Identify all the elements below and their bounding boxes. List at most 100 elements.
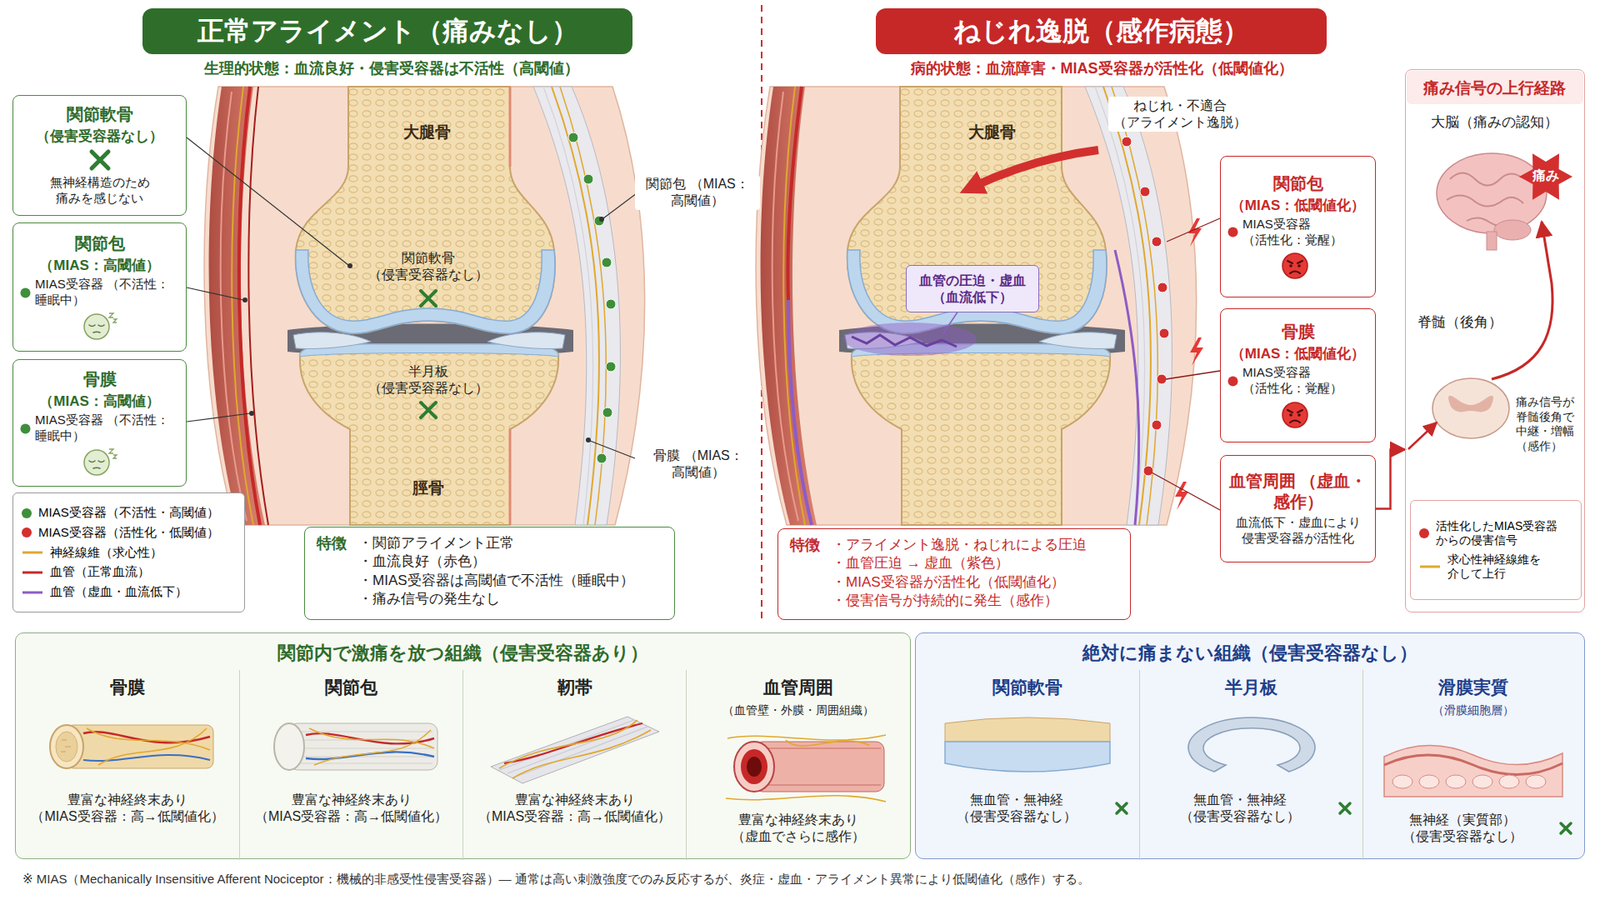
icon-sleepy: [81, 446, 119, 477]
legend-text: 求心性神経線維を 介して上行: [1447, 552, 1573, 582]
diagram-node: 靭帯豊富な神経終末あり （MIAS受容器：高→低閾値化）: [462, 670, 686, 860]
art-shape: [347, 263, 353, 269]
caption-text: ※ MIAS（Mechanically Insensitive Afferent…: [22, 871, 1090, 888]
art-shape: [755, 86, 1197, 525]
icon-xs: [1556, 819, 1575, 838]
diagram-node: 特徴・アライメント逸脱・ねじれによる圧迫・血管圧迫 → 虚血（紫色）・MIAS受…: [777, 528, 1131, 620]
art-shape: [242, 216, 605, 443]
art-shape: [583, 174, 594, 185]
art-shape: [1494, 220, 1531, 240]
knee-normal: [186, 86, 645, 525]
diagram-node: 正常アライメント（痛みなし）: [142, 8, 633, 55]
art-shape: [1156, 374, 1167, 385]
node-text: 脊髄（後角）: [1417, 313, 1526, 331]
art-shape: [599, 216, 605, 222]
node-text: ・血管圧迫 → 虚血（紫色）: [831, 554, 1010, 572]
node-text: 関節包: [325, 676, 378, 699]
pain-pathway-art: [1406, 70, 1584, 450]
legend-row: MIAS受容器（不活性・高閾値）: [21, 505, 236, 521]
node-text: MIAS受容器 （活性化：覚醒）: [1242, 216, 1369, 249]
art-shape: [594, 215, 605, 226]
art-shape: [1151, 236, 1162, 247]
node-text: 骨膜: [83, 369, 117, 390]
node-text: 無血管・無神経 （侵害受容器なし）: [924, 791, 1109, 825]
art-shape: [560, 86, 606, 525]
node-text: 豊富な神経終末あり （MIAS受容器：高→低閾値化）: [471, 791, 678, 825]
node-text: 靭帯: [557, 676, 593, 699]
node-text: 血管周囲 （虚血・感作）: [1227, 470, 1369, 513]
diagram-node: 絶対に痛まない組織（侵害受容器なし）関節軟骨無血管・無神経 （侵害受容器なし）半…: [915, 632, 1585, 860]
node-text: 特徴: [790, 535, 820, 555]
diagram-node: 血管の圧迫・虚血 （血流低下）: [905, 265, 1040, 313]
text-row: 無血管・無神経 （侵害受容器なし）: [1148, 791, 1355, 825]
icon-xs: [1112, 799, 1131, 818]
knee-twisted: [755, 86, 1220, 525]
art-shape: [1188, 218, 1202, 247]
label-text: ねじれ・不適合 （アライメント逸脱）: [1108, 96, 1252, 132]
art-shape: [1151, 472, 1220, 510]
icon-sleepy: [81, 310, 119, 341]
node-text: 豊富な神経終末あり （MIAS受容器：高→低閾値化）: [24, 791, 231, 825]
legend-text: MIAS受容器（活性化・低閾値）: [38, 525, 220, 541]
icon-x: [85, 147, 115, 173]
art-shape: [1165, 370, 1220, 380]
node-text: 関節包: [75, 233, 125, 255]
legend-line: [21, 588, 44, 597]
art-shape: [596, 453, 607, 464]
diagram-node: 関節軟骨 （侵害受容器なし） 無神経構造のため 痛みを感じない: [12, 95, 187, 216]
node-text: 痛み信号が 脊髄後角で 中継・増幅 （感作）: [1515, 395, 1583, 454]
art-shape: [943, 310, 959, 334]
node-text: （MIAS：高閾値）: [39, 256, 160, 275]
legend-row: 活性化したMIAS受容器 からの侵害信号: [1419, 519, 1573, 549]
diagram-node: 骨膜（MIAS：高閾値）MIAS受容器 （不活性：睡眠中）: [12, 359, 187, 487]
diagram-node: 関節包（MIAS：低閾値化）MIAS受容器 （活性化：覚醒）: [1220, 155, 1376, 298]
art-shape: [509, 86, 512, 525]
icon-cartilage: [931, 703, 1124, 787]
diagram-node: 骨膜（MIAS：低閾値化）MIAS受容器 （活性化：覚醒）: [1220, 308, 1376, 443]
label-text: 関節軟骨 （侵害受容器なし）: [361, 250, 495, 284]
art-shape: [602, 407, 613, 418]
node-text: ・侵害信号が持続的に発生（感作）: [831, 591, 1059, 610]
diagram-node: 血管周囲 （虚血・感作）血流低下・虚血により 侵害受容器が活性化: [1220, 455, 1376, 563]
art-shape: [248, 86, 269, 525]
art-shape: [242, 297, 248, 303]
legend-row: 血管（正常血流）: [21, 564, 236, 580]
legend-swatch: [1419, 528, 1430, 539]
art-shape: [601, 257, 612, 268]
diagram-node: 関節内で激痛を放つ組織（侵害受容器あり）骨膜豊富な神経終末あり （MIAS受容器…: [15, 632, 911, 860]
icon-bone: [31, 703, 224, 787]
node-text: ・血流良好（赤色）: [358, 552, 486, 570]
legend-row: 血管（虚血・血流低下）: [21, 584, 236, 600]
diagram-node: 血管周囲（血管壁・外膜・周囲組織）豊富な神経終末あり （虚血でさらに感作）: [685, 670, 910, 860]
art-shape: [568, 132, 579, 143]
node-text: 特徴: [316, 534, 347, 554]
art-shape: [204, 86, 645, 525]
icon-capsule: [255, 703, 448, 787]
node-text: （侵害受容器なし）: [35, 127, 164, 145]
art-shape: [420, 290, 436, 418]
node-text: 骨膜: [1281, 321, 1315, 343]
label-text: 関節包 （MIAS：高閾値）: [635, 175, 760, 210]
art-shape: [249, 410, 255, 416]
node-text: 絶対に痛まない組織（侵害受容器なし）: [915, 641, 1584, 665]
node-text: 関節軟骨: [66, 104, 134, 125]
text-row: MIAS受容器 （不活性：睡眠中）: [20, 276, 180, 309]
legend-row: 神経線維（求心性）: [21, 545, 236, 561]
art-shape: [788, 300, 812, 525]
node-text: （MIAS：低閾値化）: [1230, 196, 1366, 215]
art-shape: [590, 440, 635, 459]
legend-text: 神経線維（求心性）: [50, 545, 163, 561]
art-shape: [1436, 153, 1547, 234]
art-shape: [1432, 378, 1510, 439]
label-text: 骨膜 （MIAS：高閾値）: [636, 446, 760, 482]
node-text: （血管壁・外膜・周囲組織）: [722, 703, 875, 719]
legend-text: MIAS受容器（不活性・高閾値）: [38, 505, 220, 521]
node-text: 無神経構造のため 痛みを感じない: [20, 175, 180, 207]
art-shape: [1157, 282, 1168, 293]
art-shape: [186, 413, 250, 422]
node-text: 豊富な神経終末あり （虚血でさらに感作）: [695, 811, 901, 845]
icon-angry: [1280, 399, 1317, 430]
art-shape: [1121, 136, 1170, 476]
label-text: 病的状態：血流障害・MIAS受容器が活性化（低閾値化）: [843, 59, 1360, 79]
art-shape: [186, 287, 244, 300]
